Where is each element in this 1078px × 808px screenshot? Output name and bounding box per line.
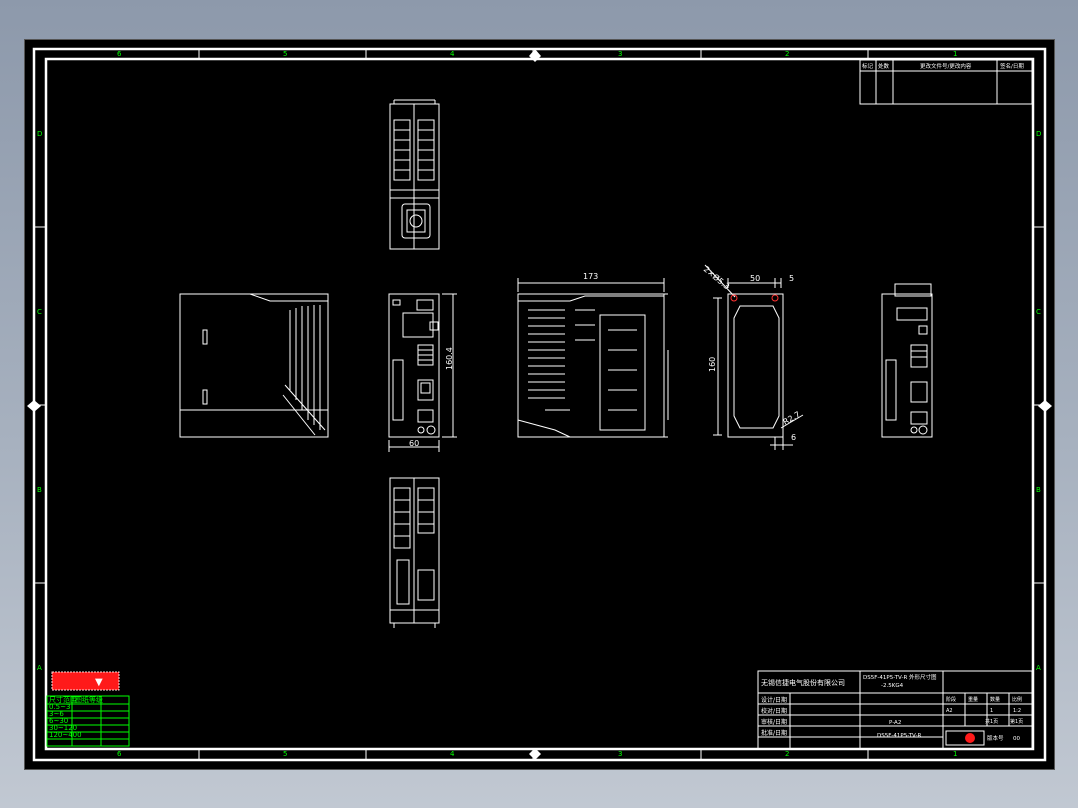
dim-height-front: 160.4	[445, 347, 454, 370]
front-dimensions	[388, 293, 457, 452]
left-side-view	[179, 293, 329, 438]
top-view	[389, 99, 440, 250]
watermark-mark: ▼	[95, 677, 103, 688]
dim-bottom-offset: 6	[791, 433, 796, 442]
drawing-number: P-A2	[889, 720, 901, 726]
svg-text:版本号: 版本号	[987, 734, 1004, 742]
zone-labels-top: 6 5 4 3 2 1	[117, 50, 957, 58]
zone-ticks	[34, 49, 1045, 760]
center-markers	[27, 49, 1052, 760]
svg-text:共1页: 共1页	[985, 718, 998, 725]
svg-text:A: A	[1036, 664, 1041, 672]
bottom-view	[389, 477, 440, 628]
svg-text:标记: 标记	[862, 62, 874, 70]
zone-top-6: 6	[117, 50, 122, 58]
svg-text:第1页: 第1页	[1010, 718, 1023, 725]
drawing-title-1: DS5F-41P5-TV-R 外形尺寸图	[863, 673, 937, 681]
svg-text:签名/日期: 签名/日期	[1000, 62, 1024, 70]
zone-bottom-4: 4	[450, 750, 455, 758]
dim-mount-offset: 5	[789, 274, 794, 283]
dim-mount-height: 160	[708, 357, 717, 372]
svg-text:3~6: 3~6	[49, 710, 64, 718]
dim-hole-note: 2×Ø5.3	[702, 264, 732, 291]
svg-text:120~400: 120~400	[49, 731, 82, 739]
svg-text:6~30: 6~30	[49, 717, 68, 725]
svg-text:校对/日期: 校对/日期	[761, 707, 787, 715]
svg-text:C: C	[37, 308, 42, 316]
right-side-view	[517, 278, 669, 438]
zone-top-4: 4	[450, 50, 455, 58]
drawing-title-2: -2.5KG4	[881, 683, 904, 689]
inner-frame	[44, 57, 1035, 751]
svg-text:更改文件号/更改内容: 更改文件号/更改内容	[920, 62, 972, 70]
watermark-badge	[51, 671, 120, 691]
svg-text:批准/日期: 批准/日期	[761, 729, 787, 737]
title-block	[757, 670, 1033, 750]
mount-hole-right	[771, 294, 779, 302]
svg-text:B: B	[37, 486, 42, 494]
svg-text:审核/日期: 审核/日期	[761, 718, 787, 726]
zone-bottom-6: 6	[117, 750, 122, 758]
zone-top-5: 5	[283, 50, 287, 58]
zone-labels-bottom: 6 5 4 3 2 1	[117, 750, 957, 758]
svg-text:1:2: 1:2	[1013, 708, 1021, 714]
svg-text:数量: 数量	[990, 696, 1000, 703]
svg-text:0.5~3: 0.5~3	[49, 703, 70, 711]
dim-depth: 173	[583, 272, 598, 281]
zone-top-3: 3	[618, 50, 622, 58]
svg-text:D: D	[1036, 130, 1041, 138]
zone-bottom-3: 3	[618, 750, 622, 758]
svg-text:B: B	[1036, 486, 1041, 494]
svg-text:比例: 比例	[1012, 696, 1022, 703]
zone-top-1: 1	[953, 50, 957, 58]
svg-text:A2: A2	[946, 708, 953, 714]
projection-symbol	[945, 730, 985, 746]
svg-text:D: D	[37, 130, 42, 138]
svg-text:重量: 重量	[968, 696, 978, 703]
svg-text:阶段: 阶段	[946, 696, 956, 703]
dim-radius-note: R2.7	[782, 410, 802, 427]
mount-view	[704, 264, 804, 450]
zone-bottom-1: 1	[953, 750, 957, 758]
legend-table: 尺寸范围 图纸等级 0.5~3 3~6 6~30 30~120 120~400	[46, 695, 130, 747]
zone-bottom-2: 2	[785, 750, 789, 758]
zone-labels-side: D C B A D C B A	[37, 130, 1041, 672]
projection-red-dot	[965, 733, 975, 743]
svg-text:C: C	[1036, 308, 1041, 316]
dim-width-front: 60	[409, 439, 419, 448]
company-name: 无锡信捷电气股份有限公司	[761, 678, 845, 687]
svg-text:处数: 处数	[878, 62, 890, 70]
dim-mount-width: 50	[750, 274, 760, 283]
mount-hole-left	[730, 294, 738, 302]
cad-drawing: 6 5 4 3 2 1 6 5 4 3 2 1 D C B A D C B A …	[27, 47, 1052, 762]
front-view-right	[881, 283, 933, 438]
svg-text:图纸等级: 图纸等级	[75, 695, 103, 704]
svg-text:A: A	[37, 664, 42, 672]
revision-table: 标记 处数 更改文件号/更改内容 签名/日期	[859, 59, 1033, 105]
cad-viewport[interactable]: 6 5 4 3 2 1 6 5 4 3 2 1 D C B A D C B A …	[25, 40, 1054, 769]
svg-text:00: 00	[1013, 736, 1020, 742]
svg-text:尺寸范围: 尺寸范围	[49, 695, 77, 704]
zone-bottom-5: 5	[283, 750, 287, 758]
model-number: DS5F-41P5-TV-R	[877, 733, 921, 739]
zone-top-2: 2	[785, 50, 789, 58]
svg-text:设计/日期: 设计/日期	[761, 696, 787, 704]
svg-text:1: 1	[990, 708, 993, 714]
svg-text:30~120: 30~120	[49, 724, 77, 732]
outer-frame	[32, 47, 1047, 762]
front-view	[388, 293, 440, 438]
